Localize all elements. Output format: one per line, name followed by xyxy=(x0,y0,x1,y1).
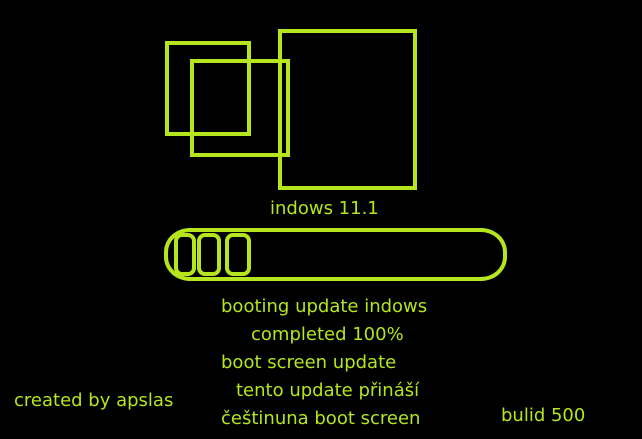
logo-square-middle-icon xyxy=(190,59,290,157)
progress-segment xyxy=(225,233,251,276)
boot-progress-bar xyxy=(164,228,507,281)
status-line: češtinuna boot screen xyxy=(221,408,421,429)
status-line: booting update indows xyxy=(221,296,428,317)
build-number: bulid 500 xyxy=(501,405,586,426)
status-line: boot screen update xyxy=(221,352,397,373)
credit-text: created by apslas xyxy=(14,390,174,411)
progress-segment xyxy=(197,233,221,276)
logo-square-left-icon xyxy=(165,41,251,136)
status-line: tento update přináší xyxy=(236,380,420,401)
status-line: completed 100% xyxy=(251,324,404,345)
logo-square-right-icon xyxy=(278,29,417,190)
os-title: indows 11.1 xyxy=(270,198,379,219)
progress-segment xyxy=(174,233,196,276)
